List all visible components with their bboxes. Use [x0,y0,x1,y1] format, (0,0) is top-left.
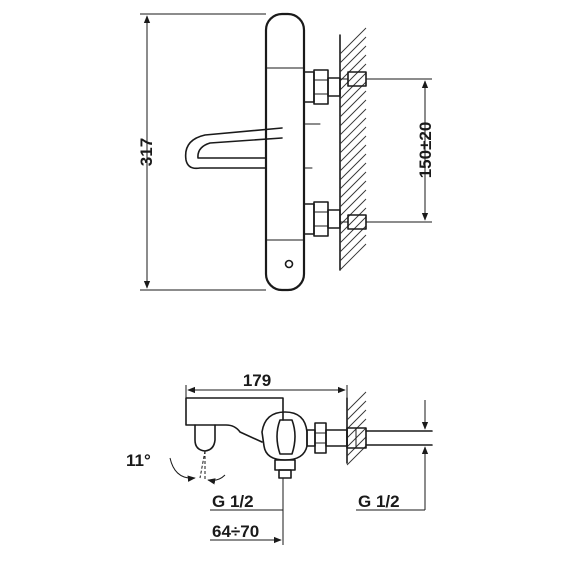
hatch-line [339,234,367,262]
outlet-nipple [274,459,296,479]
hatch-line [339,171,367,199]
outlet-thread-label: G 1/2 [212,492,254,511]
height-dimension: 317 [137,13,266,291]
hatch-line [339,225,367,253]
hatch-line [339,135,367,163]
outlet-thread-callout: G 1/2 [210,478,284,511]
height-label: 317 [137,138,156,166]
hatch-line [339,108,367,136]
side-connector [306,422,433,454]
lever-side [276,419,296,455]
projection-label: 179 [243,371,271,390]
hatch-line [339,189,367,217]
outlet-offset-dimension: 64÷70 [210,510,284,545]
upper-connector [303,69,367,105]
hatch-line [339,126,367,154]
hatch-line [339,243,367,271]
mixer-body [264,12,306,292]
hatch-line [339,162,367,190]
hatch-line [339,198,367,226]
hatch-line [346,409,367,430]
inlet-spacing-label: 150±20 [416,122,435,179]
hatch-line [339,90,367,118]
angle-label: 11° [126,451,151,470]
hatch-line [346,391,367,412]
inlet-thread-label: G 1/2 [358,492,400,511]
front-wall [339,27,367,271]
hatch-line [339,144,367,172]
lower-connector [303,201,367,237]
hatch-line [339,117,367,145]
hatch-line [339,99,367,127]
hatch-line [339,216,367,244]
hatch-line [339,207,367,235]
outlet-offset-label: 64÷70 [212,522,259,541]
lever-handle [184,127,283,170]
front-wall-hatching [339,27,367,271]
hatch-line [339,180,367,208]
inlet-spacing-dimension: 150±20 [366,78,435,223]
hatch-line [339,45,367,73]
hatch-line [339,36,367,64]
hatch-line [339,63,367,91]
temperature-screw [284,259,294,269]
projection-dimension: 179 [185,371,348,398]
inlet-thread-callout: G 1/2 [356,400,429,511]
side-view: 179 11° G 1/2 64÷70 G 1/2 [126,371,433,545]
hatch-line [339,153,367,181]
hatch-line [339,54,367,82]
hatch-line [339,27,367,55]
hatch-line [346,400,367,421]
angle-dimension: 11° [126,450,226,485]
front-view: 317 150±20 [137,12,435,292]
hatch-line [346,445,367,466]
spout [185,397,284,443]
